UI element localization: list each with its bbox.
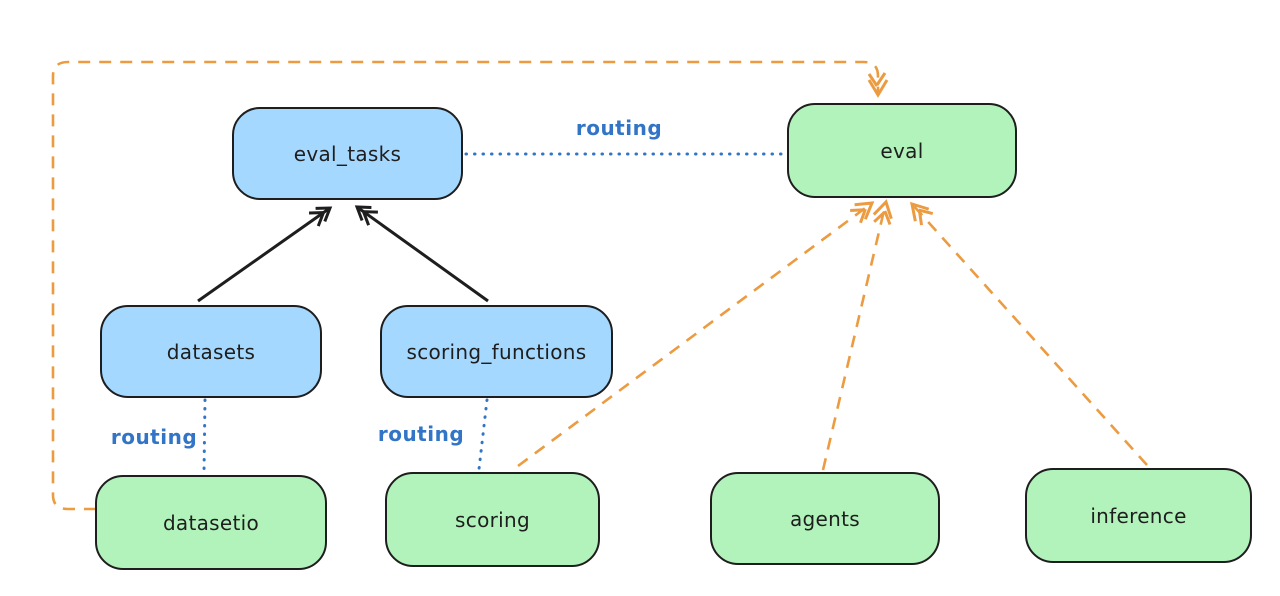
edge-scoring-functions-to-scoring-routing (477, 398, 489, 471)
edge-datasets-to-datasetio-routing (202, 398, 207, 474)
node-eval-tasks: eval_tasks (232, 107, 463, 200)
edge-agents-to-eval (821, 199, 893, 471)
node-scoring: scoring (385, 472, 600, 567)
node-label: scoring_functions (406, 339, 587, 364)
node-scoring-functions: scoring_functions (380, 305, 613, 398)
node-agents: agents (710, 472, 940, 565)
edge-label-routing-middle: routing (377, 422, 465, 446)
node-label: scoring (455, 507, 530, 532)
node-inference: inference (1025, 468, 1252, 563)
node-label: eval_tasks (293, 141, 402, 166)
edge-inference-to-eval (910, 201, 1148, 466)
edge-scoring-functions-to-eval-tasks (354, 205, 489, 303)
node-datasets: datasets (100, 305, 322, 398)
node-label: agents (790, 506, 860, 531)
node-label: inference (1090, 503, 1187, 528)
node-datasetio: datasetio (95, 475, 327, 570)
edge-label-routing-left: routing (110, 425, 198, 449)
node-label: datasetio (162, 510, 260, 535)
edge-datasets-to-eval-tasks (197, 206, 333, 303)
node-label: datasets (166, 339, 256, 364)
node-eval: eval (787, 103, 1017, 198)
node-label: eval (880, 138, 924, 163)
edge-scoring-to-eval (517, 201, 875, 468)
edge-label-routing-top: routing (575, 116, 663, 140)
